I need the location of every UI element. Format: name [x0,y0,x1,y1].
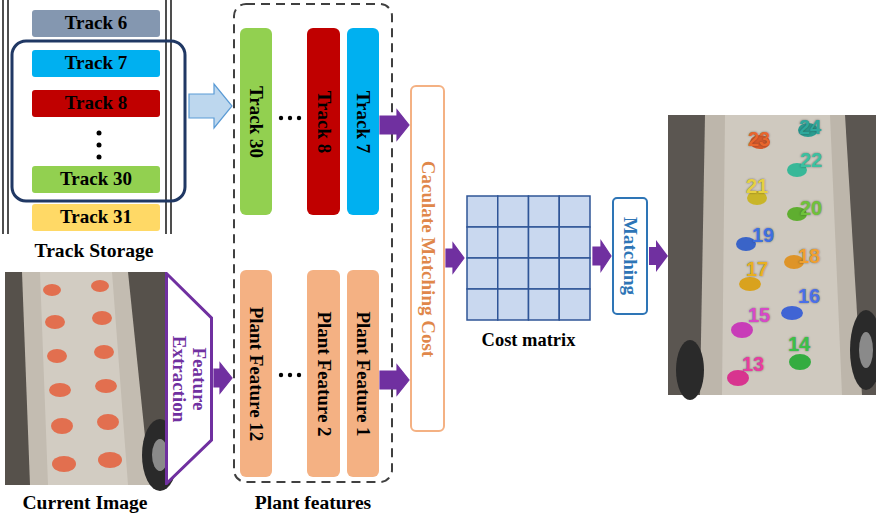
node-label: Current Image [0,492,175,514]
flow-arrow [593,241,611,271]
node-label: Track 7 [65,53,127,74]
tracking-result-photo [668,115,876,400]
track-box: Track 6 [32,10,160,37]
dashed-group [234,4,392,482]
ellipsis-dots [279,116,301,377]
track-id-number: 22 [800,150,822,170]
node-label: Track 30 [246,86,267,158]
node-label: Plant Feature 1 [353,311,374,436]
node-label: Track 31 [60,207,132,228]
flow-arrow [214,363,232,393]
node-label: Plant Feature 12 [246,306,267,441]
matching-box: Matching [612,197,648,315]
flow-arrow [446,243,464,273]
feature-bar: Plant Feature 2 [307,270,340,477]
track-id-number: 19 [752,225,774,245]
node-label: Track 30 [60,169,132,190]
node-label: Plant Feature 2 [313,311,334,436]
node-label: Track Storage [0,240,198,262]
track-id-number: 18 [798,246,820,266]
track-id-number: 15 [748,305,770,325]
ellipsis-dots [97,131,102,160]
flow-arrow [380,365,409,395]
track-box: Track 31 [32,204,160,231]
track-id-number: 23 [748,129,770,149]
current-image: Current Image [5,272,165,514]
node-label: Track 6 [65,13,127,34]
track-bar: Track 30 [240,28,272,215]
storage-rails [3,0,171,234]
node-label: Cost matrix [455,330,602,350]
selection-outline [12,41,185,201]
track-bar: Track 8 [307,28,340,215]
feature-bar: Plant Feature 1 [347,270,379,477]
track-id-number: 16 [798,286,820,306]
cost-matrix: Cost matrix [465,195,592,350]
node-label: Plant features [223,492,403,514]
track-storage: Track StorageTrack 6Track 7Track 8Track … [0,0,188,262]
node-label: Matching [620,217,641,295]
track-box: Track 30 [32,166,160,193]
flow-arrow [189,84,232,128]
flow-arrow [380,110,409,140]
flow-arrow [649,240,668,272]
node-label: Feature Extraction [169,323,209,435]
cost-process-box: Caculate Matching Cost [410,85,445,432]
node-label: Track 8 [65,93,127,114]
track-id-number: 13 [742,354,764,374]
matrix-grid [466,195,591,321]
feature-group: Plant featuresTrack 30Track 8Track 7Plan… [233,3,393,514]
track-box: Track 7 [32,50,160,77]
node-label: Track 7 [353,90,374,152]
extraction-trapezoid: Feature Extraction [165,272,213,485]
track-id-number: 14 [788,334,810,354]
track-bar: Track 7 [347,28,379,215]
track-id-number: 24 [799,117,821,137]
track-id-number: 21 [746,176,768,196]
track-box: Track 8 [32,90,160,117]
track-id-number: 17 [746,259,768,279]
field-photo [5,272,178,491]
track-id-number: 20 [800,198,822,218]
node-label: Track 8 [313,90,334,152]
feature-bar: Plant Feature 12 [240,270,272,477]
node-label: Caculate Matching Cost [417,160,438,356]
